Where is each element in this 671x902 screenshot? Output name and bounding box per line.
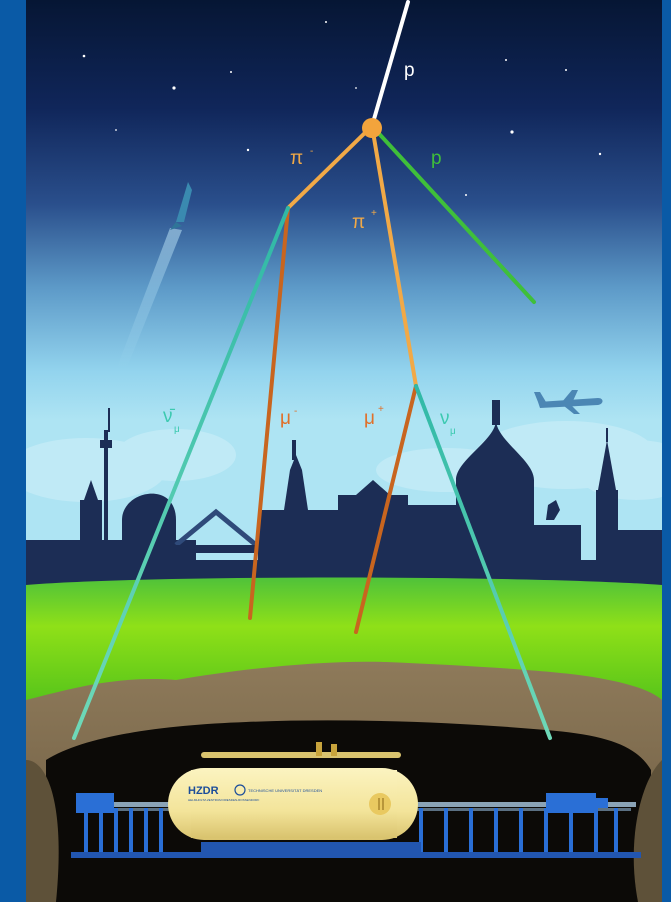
hzdr-logo-subtext: HELMHOLTZ-ZENTRUM DRESDEN-ROSSENDORF	[188, 798, 259, 802]
pi-minus-charge: -	[310, 146, 313, 157]
secondary-proton-track	[370, 124, 536, 304]
mu-plus-track	[354, 384, 418, 634]
particle-tracks	[72, 0, 552, 740]
tu-dresden-logo-text: TECHNISCHE UNIVERSITÄT DRESDEN	[248, 788, 322, 793]
anti-nu-mu-label: ν̄	[163, 406, 176, 427]
primary-proton-label: p	[404, 60, 415, 81]
anti-nu-mu-track	[72, 206, 290, 740]
pi-plus-label: π	[352, 212, 365, 233]
pi-minus-track	[286, 124, 374, 210]
mu-plus-label: μ	[364, 408, 375, 429]
hzdr-logo: HZDR	[188, 785, 219, 797]
rocket	[116, 182, 192, 370]
detector-tank	[168, 742, 418, 840]
tu-dresden-seal	[234, 784, 246, 796]
interaction-vertex	[362, 118, 382, 138]
cosmic-ray-illustration: HZDR HELMHOLTZ-ZENTRUM DRESDEN-ROSSENDOR…	[26, 0, 662, 902]
mu-minus-track	[248, 206, 290, 620]
pi-plus-track	[370, 124, 418, 388]
primary-proton-track	[370, 0, 410, 128]
nu-mu-label: ν	[440, 408, 450, 429]
mu-minus-charge: -	[294, 406, 297, 417]
nu-mu-subscript: μ	[450, 426, 456, 437]
pi-minus-label: π	[290, 148, 303, 169]
mu-minus-label: μ	[280, 408, 291, 429]
airplane	[534, 390, 603, 414]
mu-plus-charge: +	[378, 404, 384, 415]
nu-mu-track	[414, 384, 552, 740]
anti-nu-mu-subscript: μ	[174, 424, 180, 435]
pi-plus-charge: +	[371, 208, 377, 219]
secondary-proton-label: p	[431, 148, 442, 169]
stars	[82, 21, 602, 196]
